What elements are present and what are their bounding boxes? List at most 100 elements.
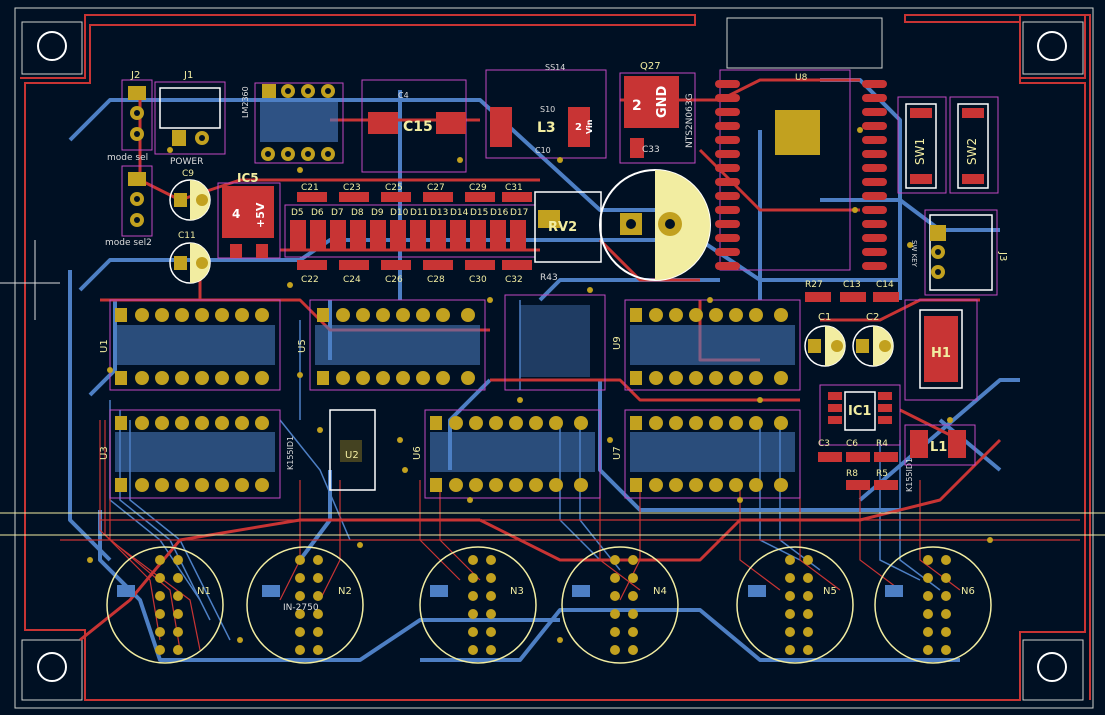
diode-8: D14 xyxy=(450,208,469,218)
cap-top-1: C23 xyxy=(343,183,361,193)
mounting-holes xyxy=(21,21,1084,701)
diode-9: D15 xyxy=(470,208,488,218)
cap-bot-4: C30 xyxy=(469,275,487,285)
capacitor-bulk[interactable] xyxy=(599,169,711,281)
r4-label: R4 xyxy=(876,439,888,449)
connector-j2[interactable]: J2 xyxy=(121,70,153,151)
nixie-n3[interactable]: N3 xyxy=(419,546,537,664)
ic-ic1[interactable]: IC1 xyxy=(819,384,901,446)
u5-label: U5 xyxy=(297,339,308,353)
ic-u1[interactable]: U1 xyxy=(99,299,281,391)
l1-label: L1 xyxy=(930,440,947,455)
connector-h1[interactable]: H1 xyxy=(904,299,978,401)
q27-part-label: NTS2N063G xyxy=(685,93,695,148)
j2-label: J2 xyxy=(130,70,140,81)
u3-label: U3 xyxy=(99,446,110,460)
transistor-q27[interactable]: Q27 2 GND NTS2N063G C33 xyxy=(619,61,696,164)
ic-u8[interactable]: U8 xyxy=(719,69,851,271)
diode-6: D11 xyxy=(410,208,428,218)
lm2360-module[interactable]: LM2360 xyxy=(241,82,344,164)
u6-label: U6 xyxy=(412,446,423,460)
cap-row-top-labels: C21 C23 C25 C27 C29 C31 xyxy=(301,183,523,193)
q27-pad-gnd: GND xyxy=(655,85,670,118)
rv2-label: RV2 xyxy=(548,220,577,235)
capacitor-c1[interactable]: C1 xyxy=(804,312,846,367)
u2-label: U2 xyxy=(345,450,359,461)
ic1-label: IC1 xyxy=(848,404,871,419)
cap-bot-5: C32 xyxy=(505,275,523,285)
switch-sw1[interactable]: SW1 xyxy=(897,96,947,194)
potentiometer-rv2[interactable]: RV2 R43 xyxy=(534,191,602,283)
inductor-l3[interactable]: L3 2 Vin SS14 S10 C10 xyxy=(485,63,607,159)
diode-2: D7 xyxy=(331,208,344,218)
cap-top-2: C25 xyxy=(385,183,403,193)
mode-sel-label: mode sel xyxy=(107,153,148,163)
n1-label: N1 xyxy=(197,586,211,597)
cap-bot-0: C22 xyxy=(301,275,319,285)
mode-sel2-label: mode sel2 xyxy=(105,238,152,248)
nixie-n2[interactable]: N2 IN-2750 xyxy=(246,546,364,664)
c9-label: C9 xyxy=(182,169,194,179)
connector-mode-sel2[interactable]: mode sel2 xyxy=(105,165,153,248)
u1-label: U1 xyxy=(99,339,110,353)
nixie-n6[interactable]: N6 xyxy=(874,546,992,664)
q27-label: Q27 xyxy=(640,61,661,72)
silk-guides xyxy=(0,240,1105,536)
c3-label: C3 xyxy=(818,439,830,449)
ic5-pad-5v: +5V xyxy=(254,202,267,228)
n3-label: N3 xyxy=(510,586,524,597)
c33-label: C33 xyxy=(642,145,660,155)
nixie-n4[interactable]: N4 xyxy=(561,546,679,664)
l3-label: L3 xyxy=(537,120,556,136)
ic-u9[interactable]: U9 xyxy=(504,294,623,391)
k155-2-label: K155ID1 xyxy=(905,458,914,492)
u9-label: U9 xyxy=(612,336,623,350)
switch-sw2[interactable]: SW2 xyxy=(949,96,999,194)
cap-bot-2: C26 xyxy=(385,275,403,285)
sw-key-label: SW KEY xyxy=(910,240,918,268)
l3-vin-label: Vin xyxy=(585,119,594,134)
u8-label: U8 xyxy=(795,73,808,83)
ic-u6[interactable]: U6 xyxy=(412,409,601,499)
ic-u2[interactable]: U2 xyxy=(329,409,376,491)
diode-4: D9 xyxy=(371,208,384,218)
cap-row-top xyxy=(297,192,532,202)
c6-label: C6 xyxy=(846,439,858,449)
n2-label: N2 xyxy=(338,586,352,597)
passive-cluster: C3 C6 R4 R8 R5 xyxy=(818,439,898,490)
k155-1-label: K155ID1 xyxy=(286,436,295,470)
c1-label: C1 xyxy=(818,312,831,323)
connector-j3[interactable]: J3 SW KEY xyxy=(910,209,1008,296)
nixie-n1[interactable]: N1 xyxy=(106,546,224,664)
diode-7: D13 xyxy=(430,208,448,218)
n4-label: N4 xyxy=(653,586,667,597)
c11-label: C11 xyxy=(178,231,196,241)
regulator-ic5[interactable]: IC5 4 +5V xyxy=(217,171,281,259)
cap-bot-1: C24 xyxy=(343,275,361,285)
nixie-n5[interactable]: N5 xyxy=(736,546,854,664)
u8-pads-left xyxy=(715,80,740,270)
n6-label: N6 xyxy=(961,586,975,597)
diode-0: D5 xyxy=(291,208,304,218)
capacitor-c15[interactable]: C15 C4 xyxy=(361,79,467,173)
r27-label: R27 xyxy=(805,280,823,290)
cap-row-bottom xyxy=(297,260,532,270)
ic-u3[interactable]: U3 K155ID1 xyxy=(99,409,295,499)
ic-u7-top[interactable] xyxy=(624,299,801,391)
capacitor-c11[interactable]: C11 xyxy=(169,231,211,284)
n5-label: N5 xyxy=(823,586,837,597)
capacitor-c9[interactable]: C9 xyxy=(169,169,211,221)
r8-label: R8 xyxy=(846,469,858,479)
sw2-label: SW2 xyxy=(965,138,979,165)
diode-5: D10 xyxy=(390,208,409,218)
inductor-l1[interactable]: L1 xyxy=(904,424,976,466)
ic-u5[interactable]: U5 xyxy=(297,299,486,391)
h1-label: H1 xyxy=(931,346,951,361)
passive-r27-c13-c14: R27 C13 C14 xyxy=(805,280,899,302)
u7-label: U7 xyxy=(612,446,623,460)
capacitor-c2[interactable]: C2 xyxy=(852,312,894,367)
connector-j1[interactable]: J1 POWER xyxy=(154,70,226,167)
ic-u7[interactable]: U7 K155ID1 xyxy=(612,409,914,499)
